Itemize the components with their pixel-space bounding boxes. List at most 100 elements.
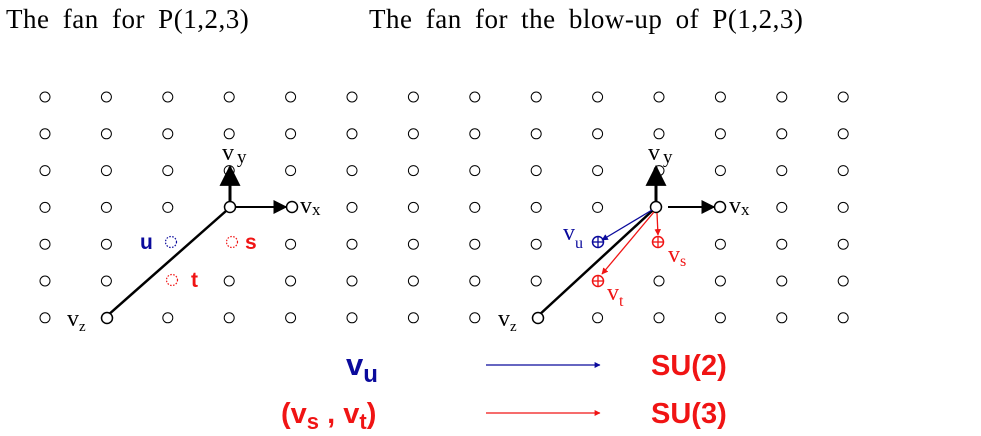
lattice-point xyxy=(39,91,51,103)
right-vu-arrow xyxy=(601,209,653,241)
right-vx-point xyxy=(713,200,727,214)
lattice-point xyxy=(407,128,419,140)
lattice-point xyxy=(592,91,604,103)
lattice-point xyxy=(714,275,726,287)
lattice-point xyxy=(776,275,788,287)
lattice-point xyxy=(346,238,358,250)
left-s-label: s xyxy=(245,231,257,254)
lattice-point xyxy=(100,91,112,103)
title-right-fan: The fan for the blow-up of P(1,2,3) xyxy=(369,4,804,34)
lattice-point xyxy=(837,128,849,140)
lattice-point xyxy=(162,312,174,324)
left-s-point xyxy=(225,235,239,249)
lattice-point xyxy=(530,128,542,140)
lattice-point xyxy=(653,275,665,287)
left-origin xyxy=(223,200,237,214)
lattice-point xyxy=(837,201,849,213)
lattice-point xyxy=(100,201,112,213)
lattice-point xyxy=(346,128,358,140)
lattice-point xyxy=(530,165,542,177)
lattice-point xyxy=(837,238,849,250)
right-vx-label: vx xyxy=(729,193,750,219)
lattice-point xyxy=(39,238,51,250)
lattice-point xyxy=(714,165,726,177)
lattice-point xyxy=(653,128,665,140)
lattice-point xyxy=(285,312,297,324)
lattice-point xyxy=(223,128,235,140)
legend-su2-text: SU(2) xyxy=(651,350,727,382)
left-vz-label: vz xyxy=(67,306,86,335)
lattice-point xyxy=(285,91,297,103)
lattice-point xyxy=(592,128,604,140)
left-vz-arrow xyxy=(106,210,227,317)
lattice-point xyxy=(162,165,174,177)
lattice-point xyxy=(837,312,849,324)
lattice-point xyxy=(776,165,788,177)
lattice-point xyxy=(469,312,481,324)
lattice-point xyxy=(100,128,112,140)
lattice-point xyxy=(776,91,788,103)
lattice-point xyxy=(592,201,604,213)
lattice-point xyxy=(530,275,542,287)
lattice-point xyxy=(469,201,481,213)
left-t-point xyxy=(165,273,179,287)
lattice-point xyxy=(285,165,297,177)
lattice-point xyxy=(530,238,542,250)
lattice-point xyxy=(162,201,174,213)
right-vz-point xyxy=(531,311,545,325)
lattice-point xyxy=(407,275,419,287)
lattice-point xyxy=(285,275,297,287)
lattice-point xyxy=(346,275,358,287)
lattice-point xyxy=(530,91,542,103)
right-vs-arrow xyxy=(654,212,661,236)
right-vt-arrow xyxy=(601,211,655,275)
lattice-point xyxy=(407,238,419,250)
lattice-point xyxy=(776,201,788,213)
lattice-point xyxy=(223,91,235,103)
lattice-point xyxy=(346,165,358,177)
lattice-point xyxy=(162,91,174,103)
lattice-point xyxy=(837,275,849,287)
left-t-label: t xyxy=(191,269,198,292)
lattice-point xyxy=(39,128,51,140)
lattice-point xyxy=(592,165,604,177)
lattice-point xyxy=(837,165,849,177)
lattice-point xyxy=(837,91,849,103)
left-vx-label: vx xyxy=(300,193,321,219)
lattice-point xyxy=(223,275,235,287)
right-vs-label: vs xyxy=(668,242,686,270)
lattice-point xyxy=(223,312,235,324)
lattice-point xyxy=(407,312,419,324)
lattice-point xyxy=(346,91,358,103)
lattice-point xyxy=(100,165,112,177)
lattice-point xyxy=(714,238,726,250)
lattice-point xyxy=(285,128,297,140)
lattice-point xyxy=(39,275,51,287)
left-u-point xyxy=(164,235,178,249)
legend-su3-text: SU(3) xyxy=(651,398,727,430)
lattice-point xyxy=(39,201,51,213)
lattice-point xyxy=(100,275,112,287)
lattice-point xyxy=(39,165,51,177)
right-origin xyxy=(649,200,663,214)
title-left-fan: The fan for P(1,2,3) xyxy=(6,4,250,34)
lattice-point xyxy=(653,312,665,324)
lattice-point xyxy=(530,201,542,213)
lattice-point xyxy=(714,91,726,103)
lattice-point xyxy=(346,312,358,324)
lattice-point xyxy=(39,312,51,324)
right-vz-label: vz xyxy=(498,306,517,335)
left-vx-point xyxy=(285,200,299,214)
lattice-point xyxy=(776,312,788,324)
lattice-point xyxy=(469,238,481,250)
lattice-point xyxy=(776,128,788,140)
lattice-point xyxy=(285,238,297,250)
lattice-point xyxy=(714,128,726,140)
lattice-point xyxy=(653,91,665,103)
lattice-point xyxy=(162,128,174,140)
legend: vu SU(2) (vs , vt) SU(3) xyxy=(281,347,727,434)
